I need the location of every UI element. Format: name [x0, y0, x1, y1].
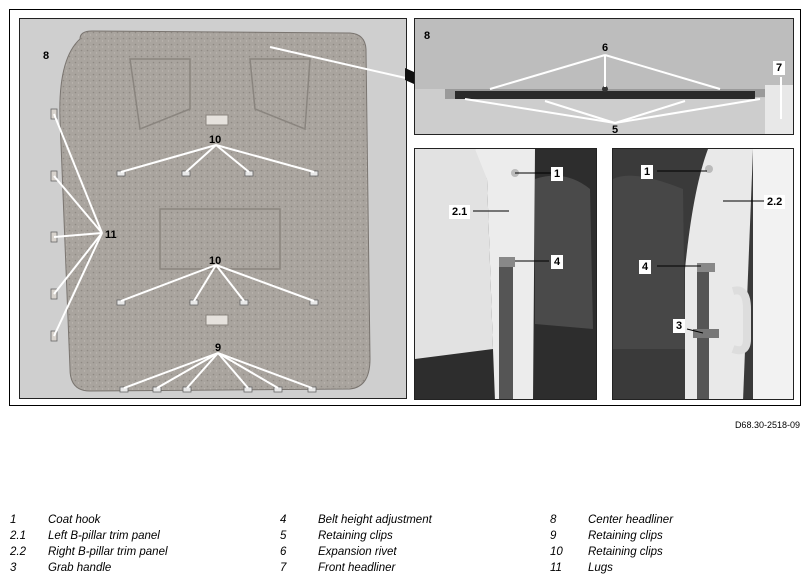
- legend-text: Front headliner: [318, 562, 396, 574]
- left-b-pillar-photo: 1 2.1 4: [414, 148, 597, 400]
- figure-id: D68.30-2518-09: [734, 420, 800, 430]
- callout-left-2-1: 2.1: [449, 205, 471, 219]
- legend-text: Lugs: [588, 562, 613, 574]
- callout-top-8: 8: [424, 30, 431, 42]
- legend-row: 2.2 Right B-pillar trim panel: [10, 544, 270, 560]
- legend-number: 8: [550, 514, 557, 526]
- legend-row: 9 Retaining clips: [550, 528, 810, 544]
- legend-text: Coat hook: [48, 514, 101, 526]
- headliner-photo: 8 10 10 11 9: [19, 18, 407, 399]
- right-b-pillar-illustration: [613, 149, 793, 399]
- legend-row: 7 Front headliner: [280, 560, 540, 576]
- legend-column-2: 4 Belt height adjustment 5 Retaining clips…: [280, 512, 540, 576]
- figure: 8 10 10 11 9 8: [9, 9, 801, 406]
- legend-row: 5 Retaining clips: [280, 528, 540, 544]
- front-headliner-illustration: [415, 19, 793, 134]
- legend-text: Retaining clips: [588, 530, 663, 542]
- legend-column-1: 1 Coat hook 2.1 Left B-pillar trim panel 2…: [10, 512, 270, 576]
- legend-number: 7: [280, 562, 287, 574]
- legend-row: 1 Coat hook: [10, 512, 270, 528]
- legend-text: Expansion rivet: [318, 546, 397, 558]
- callout-right-4: 4: [639, 260, 652, 274]
- legend-text: Right B-pillar trim panel: [48, 546, 168, 558]
- callout-top-5: 5: [612, 124, 619, 135]
- front-headliner-detail: 8 6 7 5: [414, 18, 794, 135]
- legend-text: Grab handle: [48, 562, 112, 574]
- legend-row: 2.1 Left B-pillar trim panel: [10, 528, 270, 544]
- legend-number: 3: [10, 562, 17, 574]
- legend-number: 4: [280, 514, 287, 526]
- callout-main-11: 11: [105, 229, 117, 241]
- callout-top-6: 6: [602, 42, 609, 54]
- legend-text: Left B-pillar trim panel: [48, 530, 160, 542]
- legend-number: 6: [280, 546, 287, 558]
- callout-left-1: 1: [551, 167, 564, 181]
- legend-text: Retaining clips: [318, 530, 393, 542]
- zoom-connector: [405, 68, 414, 84]
- legend-number: 5: [280, 530, 287, 542]
- legend-number: 9: [550, 530, 557, 542]
- left-b-pillar-illustration: [415, 149, 596, 399]
- headliner-illustration: [20, 19, 406, 398]
- legend-number: 1: [10, 514, 17, 526]
- legend-row: 4 Belt height adjustment: [280, 512, 540, 528]
- callout-main-10a: 10: [209, 134, 222, 146]
- callout-right-2-2: 2.2: [764, 195, 786, 209]
- legend-row: 3 Grab handle: [10, 560, 270, 576]
- callout-top-7: 7: [773, 61, 786, 75]
- legend-number: 2.2: [10, 546, 26, 558]
- legend-row: 8 Center headliner: [550, 512, 810, 528]
- callout-left-4: 4: [551, 255, 564, 269]
- legend-row: 11 Lugs: [550, 560, 810, 576]
- legend-number: 2.1: [10, 530, 26, 542]
- callout-main-10b: 10: [209, 255, 222, 267]
- right-b-pillar-photo: 1 2.2 4 3: [612, 148, 794, 400]
- callout-right-1: 1: [641, 165, 654, 179]
- legend-text: Retaining clips: [588, 546, 663, 558]
- legend-row: 10 Retaining clips: [550, 544, 810, 560]
- legend-number: 10: [550, 546, 563, 558]
- callout-main-9: 9: [215, 342, 222, 354]
- legend-text: Belt height adjustment: [318, 514, 432, 526]
- callout-right-3: 3: [673, 319, 686, 333]
- legend-row: 6 Expansion rivet: [280, 544, 540, 560]
- callout-main-8: 8: [43, 50, 50, 62]
- legend-text: Center headliner: [588, 514, 674, 526]
- legend-number: 11: [550, 562, 562, 574]
- legend: 1 Coat hook 2.1 Left B-pillar trim panel 2…: [10, 512, 800, 576]
